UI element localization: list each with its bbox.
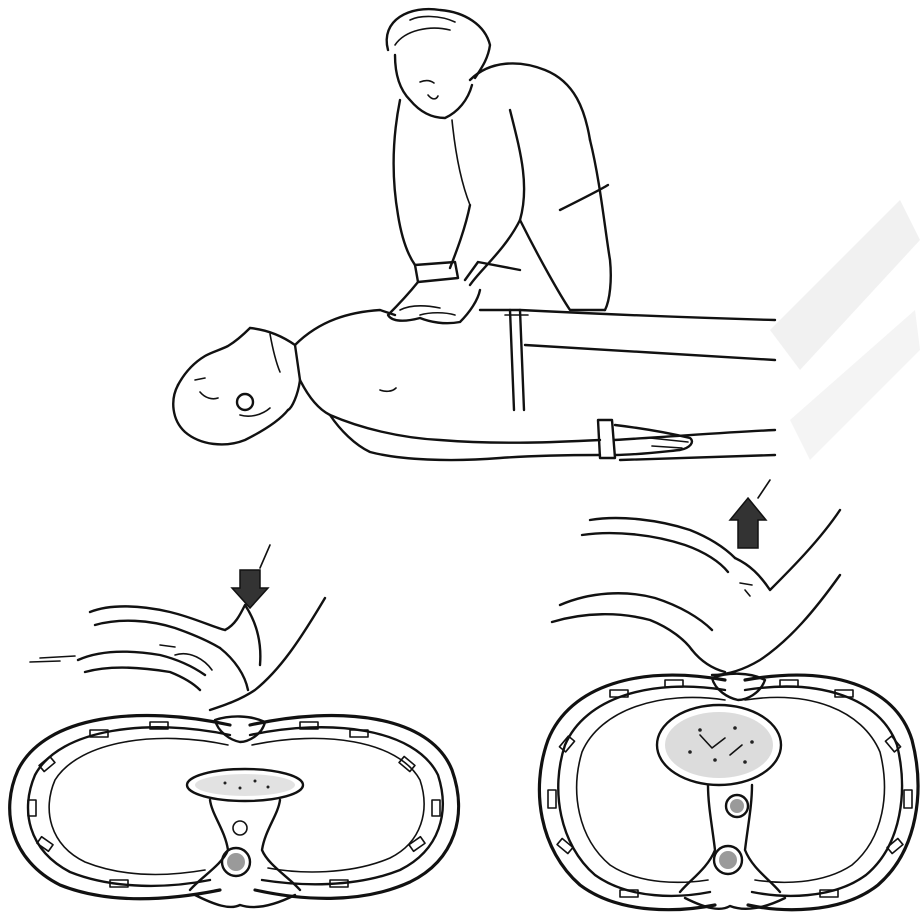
compression-panel: [10, 545, 459, 907]
arrow-up-icon: [730, 480, 770, 548]
compressing-hands: [78, 598, 325, 710]
thorax-expanded: [539, 674, 918, 910]
motion-lines: [30, 656, 75, 662]
thorax-compressed: [10, 715, 459, 906]
releasing-hands: [552, 510, 840, 675]
patient-figure: [173, 310, 775, 460]
release-panel: [539, 480, 918, 910]
watermark: [770, 200, 920, 460]
top-panel: [173, 9, 775, 460]
arrow-down-icon: [232, 545, 270, 608]
rescuer-figure: [387, 9, 611, 323]
